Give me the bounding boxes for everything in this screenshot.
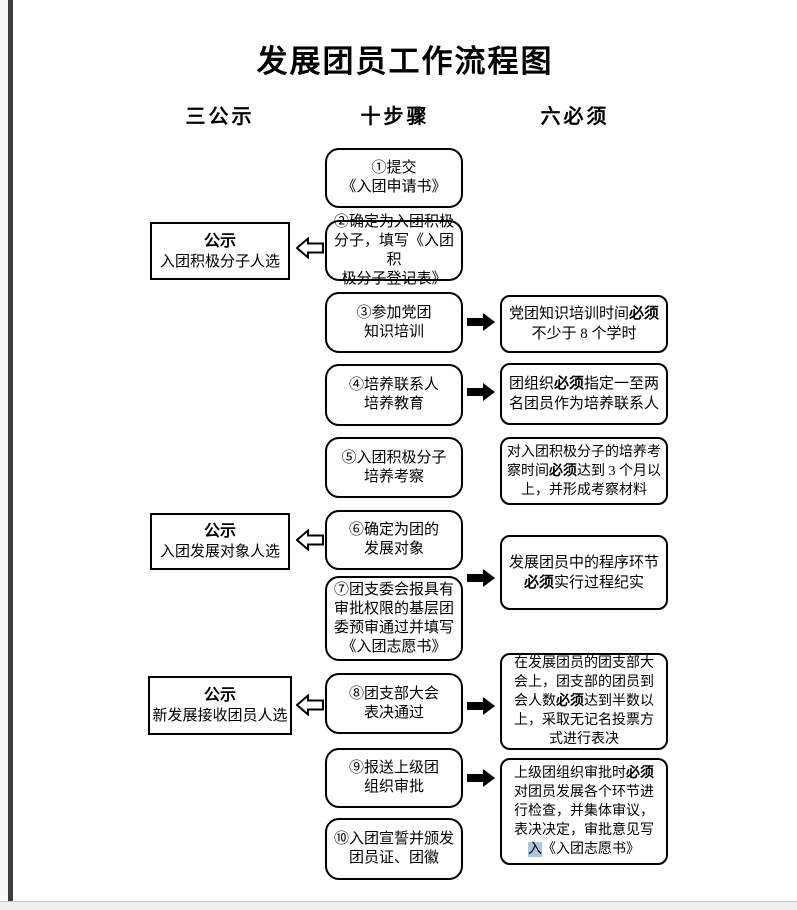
solid-right-arrow-icon (466, 696, 496, 716)
step-text: ⑨报送上级团 (348, 760, 439, 776)
publicity-box-1: 公示 入团积极分子人选 (150, 222, 290, 280)
horizontal-scrollbar-track[interactable] (0, 901, 797, 910)
step-box-2: ②确定为入团积极 分子，填写《入团积 极分子登记表》 (325, 214, 463, 287)
step-text: ⑧团支部大会 (348, 685, 439, 702)
step-box-1: ①提交 《入团申请书》 (325, 148, 463, 208)
column-header-musts: 六必须 (540, 106, 610, 128)
must-box-1: 党团知识培训时间必须不少于 8 个学时 (500, 295, 668, 353)
must-text-line: 会上，团支部的团员到 (514, 675, 654, 690)
step-text: 委预审通过并填写 (333, 619, 454, 636)
must-box-3: 对入团积极分子的培养考察时间必须达到 3 个月以上，并形成考察材料 (500, 437, 668, 505)
must-box-2: 团组织必须指定一至两名团员作为培养联系人 (500, 363, 668, 425)
step-box-8: ⑧团支部大会 表决通过 (325, 673, 463, 734)
step-text: 组织审批 (363, 779, 424, 795)
step-box-9: ⑨报送上级团 组织审批 (325, 748, 463, 808)
step-text: 知识培训 (363, 323, 424, 340)
step-text: 培养教育 (363, 396, 424, 412)
publicity-subtitle: 新发展接收团员人选 (152, 708, 288, 724)
must-text-line: 行检查，并集体审议， (514, 804, 654, 819)
page-edge-bar (8, 0, 13, 901)
step-text: ⑤入团积极分子 (341, 449, 447, 466)
publicity-subtitle: 入团发展对象人选 (159, 544, 280, 560)
publicity-title: 公示 (203, 523, 236, 540)
step-text: ④培养联系人 (348, 377, 439, 393)
must-text-line: 上，采取无记名投票方 (514, 713, 654, 728)
solid-right-arrow-icon (466, 568, 496, 588)
solid-right-arrow-icon (466, 768, 496, 788)
step-text: ⑦团支委会报具有 (333, 581, 454, 598)
must-text-line: 团组织必须指定一至两 (508, 376, 660, 392)
publicity-title: 公示 (203, 687, 236, 704)
must-text-line: 对团员发展各个环节进 (514, 785, 654, 800)
step-text: ⑩入团宣誓并颁发 (333, 831, 454, 847)
publicity-subtitle: 入团积极分子人选 (159, 253, 280, 270)
step-box-7: ⑦团支委会报具有 审批权限的基层团 委预审通过并填写 《入团志愿书》 (325, 576, 463, 661)
step-box-6: ⑥确定为团的 发展对象 (325, 510, 463, 570)
step-text: 《入团志愿书》 (341, 638, 447, 655)
must-text-line: 上级团组织审批时必须 (514, 766, 654, 781)
step-text: 《入团申请书》 (341, 179, 447, 195)
page-title: 发展团员工作流程图 (256, 44, 554, 79)
must-text-line: 名团员作为培养联系人 (508, 396, 659, 412)
step-text: 培养考察 (363, 468, 424, 485)
must-box-5: 在发展团员的团支部大会上，团支部的团员到会人数必须达到半数以上，采取无记名投票方… (500, 653, 668, 750)
step-text: 审批权限的基层团 (333, 600, 454, 617)
step-text: 团员证、团徽 (348, 850, 439, 866)
step-box-4: ④培养联系人 培养教育 (325, 364, 463, 426)
step-box-3: ③参加党团 知识培训 (325, 292, 463, 353)
step-text: ⑥确定为团的 (348, 522, 439, 538)
publicity-box-3: 公示 新发展接收团员人选 (148, 676, 292, 735)
must-text-line: 党团知识培训时间必须 (508, 306, 660, 322)
step-text: 极分子登记表》 (341, 270, 447, 287)
step-text: ③参加党团 (356, 304, 432, 321)
hollow-left-arrow-icon (295, 693, 324, 717)
step-text: 分子，填写《入团积 (333, 232, 454, 268)
column-header-steps: 十步骤 (360, 106, 430, 128)
must-text-line: 必须实行过程纪实 (523, 574, 645, 591)
must-text-line: 会人数必须达到半数以 (514, 694, 654, 709)
solid-right-arrow-icon (466, 382, 496, 402)
step-box-5: ⑤入团积极分子 培养考察 (325, 437, 463, 498)
must-text-line: 察时间必须达到 3 个月以 (507, 463, 661, 479)
must-text-line: 不少于 8 个学时 (531, 326, 637, 342)
column-header-publicity: 三公示 (185, 106, 255, 128)
must-text-line: 上，并形成考察材料 (521, 482, 647, 498)
step-box-10: ⑩入团宣誓并颁发 团员证、团徽 (325, 818, 463, 880)
hollow-left-arrow-icon (295, 236, 324, 260)
publicity-box-2: 公示 入团发展对象人选 (150, 513, 290, 570)
page-margin-strip (0, 0, 8, 901)
must-text-line: 表决决定，审批意见写 (514, 823, 654, 838)
must-text-line: 在发展团员的团支部大 (514, 656, 654, 671)
must-box-6: 上级团组织审批时必须对团员发展各个环节进行检查，并集体审议， 表决决定，审批意见写… (500, 758, 668, 865)
step-text: 表决通过 (363, 704, 424, 721)
must-text-line: 入《入团志愿书》 (528, 842, 640, 857)
hollow-left-arrow-icon (295, 528, 324, 552)
must-text-line: 式进行表决 (549, 732, 619, 747)
step-text: ②确定为入团积极 (333, 213, 454, 230)
solid-right-arrow-icon (466, 312, 496, 332)
must-text-line: 对入团积极分子的培养考 (507, 444, 661, 460)
step-text: ①提交 (371, 160, 417, 176)
must-box-4: 发展团员中的程序环节必须实行过程纪实 (500, 535, 668, 610)
must-text-line: 发展团员中的程序环节 (508, 554, 659, 571)
step-text: 发展对象 (363, 541, 424, 557)
publicity-title: 公示 (203, 232, 236, 250)
